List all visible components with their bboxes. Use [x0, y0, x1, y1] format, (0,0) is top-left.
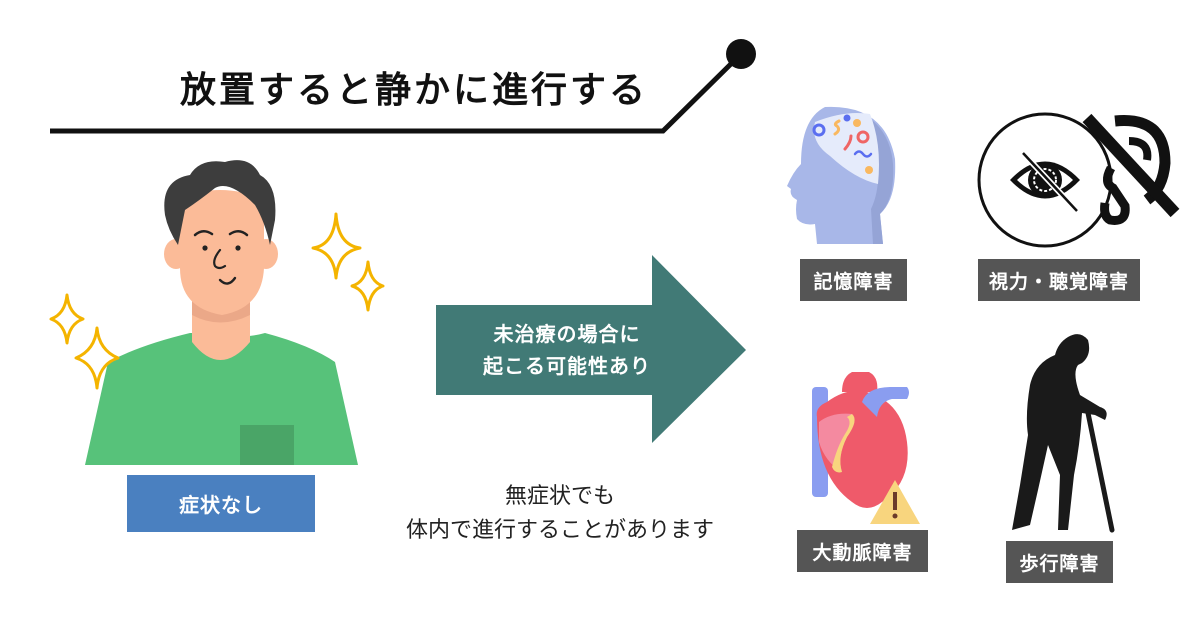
page-title: 放置すると静かに進行する — [180, 70, 649, 111]
arrow-caption: 未治療の場合に 起こる可能性あり — [436, 318, 698, 382]
sparkle-icon — [49, 212, 385, 390]
condition-label-memory: 記憶障害 — [800, 259, 907, 301]
condition-label-aortic: 大動脈障害 — [797, 530, 928, 572]
heart-warning-icon — [812, 372, 920, 524]
arrow-caption-line2: 起こる可能性あり — [483, 354, 651, 378]
condition-label-vision-hearing: 視力・聴覚障害 — [978, 259, 1140, 301]
arrow-caption-line1: 未治療の場合に — [493, 322, 641, 346]
note-line2: 体内で進行することがあります — [405, 518, 714, 543]
shirt-pocket — [240, 425, 294, 465]
note-line1: 無症状でも — [504, 484, 615, 509]
brain-head-icon — [787, 106, 896, 245]
no-symptoms-badge: 症状なし — [127, 475, 315, 532]
hair — [164, 160, 276, 245]
condition-label-walking: 歩行障害 — [1006, 541, 1113, 583]
asymptomatic-note: 無症状でも 体内で進行することがあります — [360, 480, 760, 548]
elderly-cane-icon — [1012, 334, 1115, 533]
healthy-person-illustration — [49, 160, 385, 465]
vision-hearing-loss-icon — [977, 112, 1180, 248]
progression-arrow — [436, 255, 746, 443]
